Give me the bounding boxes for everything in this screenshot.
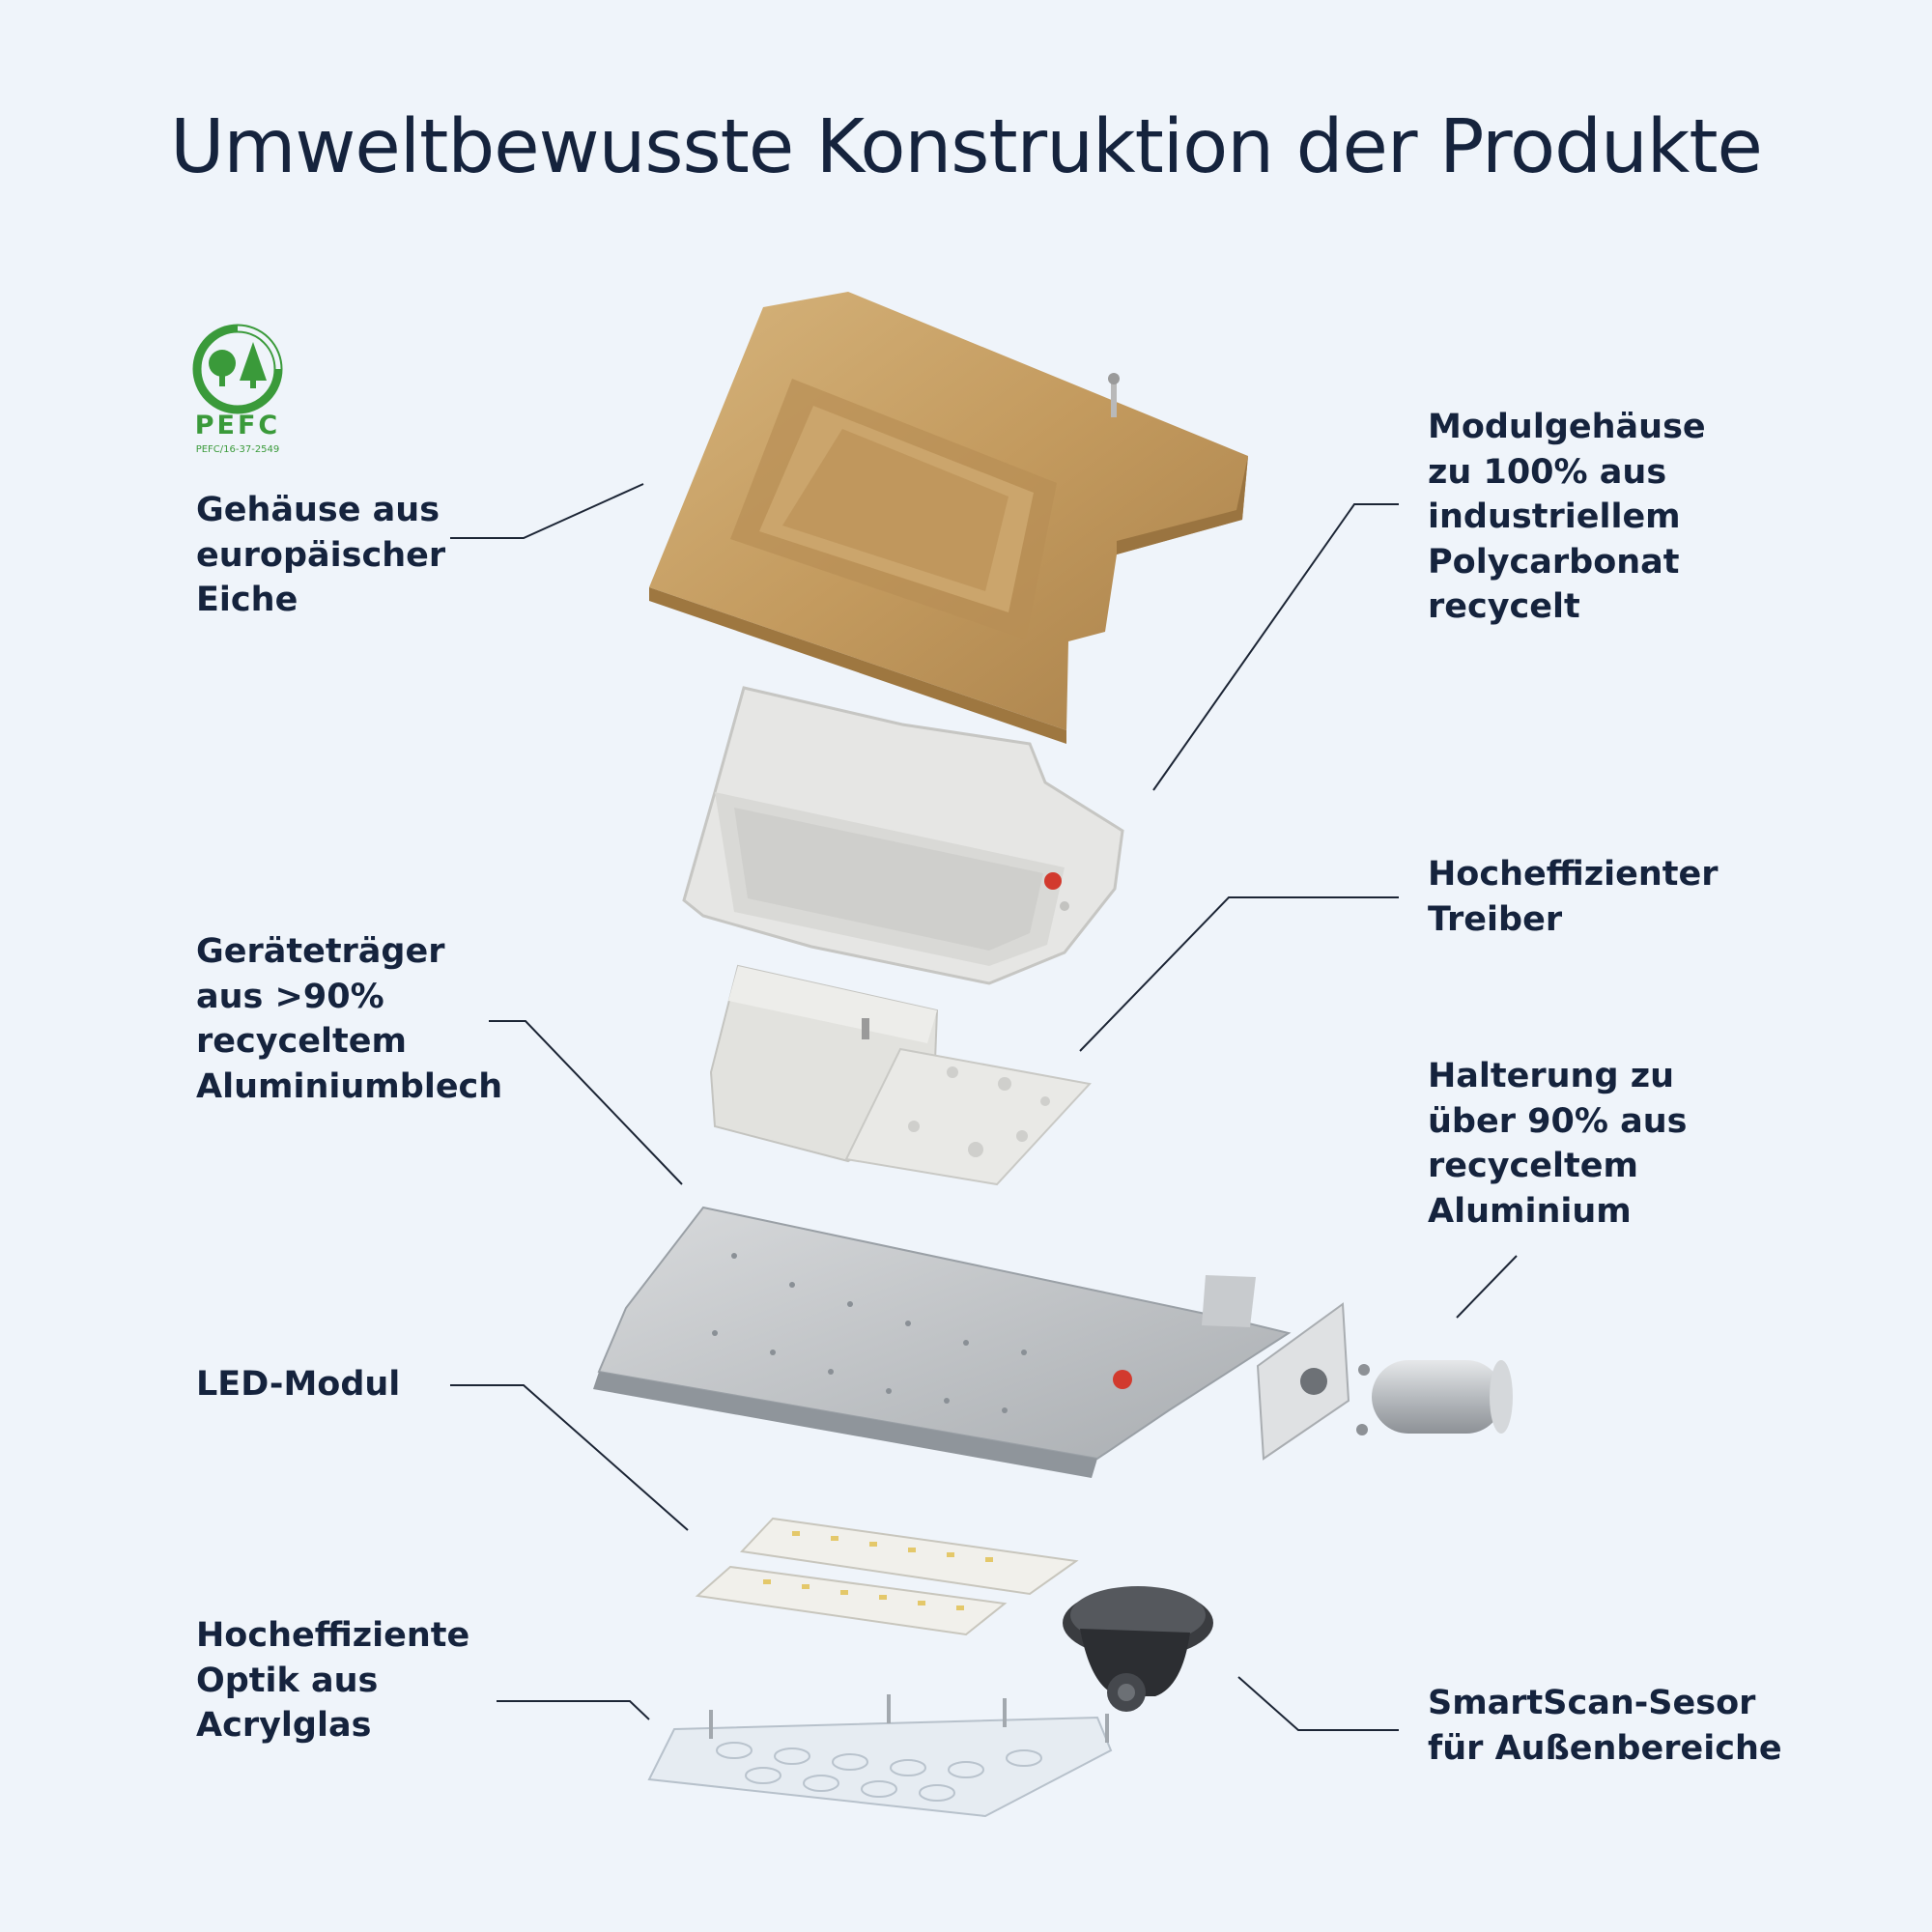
leader-lines bbox=[450, 483, 1518, 1731]
pefc-logo: PEFC PEFC/16-37-2549 bbox=[192, 324, 283, 455]
led-module-plate-illustration bbox=[593, 1206, 1292, 1478]
tree-deciduous-icon bbox=[209, 350, 236, 377]
label-housing: Gehäuse aus europäischer Eiche bbox=[196, 491, 446, 619]
label-module-housing: Modulgehäuse zu 100% aus industriellem P… bbox=[1428, 408, 1706, 626]
label-driver: Hocheffizienter Treiber bbox=[1428, 855, 1719, 939]
leader-line-optics bbox=[497, 1700, 650, 1720]
leader-line-bracket bbox=[1456, 1255, 1518, 1319]
page-title: Umweltbewusste Konstruktion der Produkte bbox=[170, 104, 1763, 190]
leader-line-sensor bbox=[1237, 1676, 1399, 1731]
module-housing-illustration bbox=[682, 686, 1124, 985]
bracket-illustration bbox=[1256, 1302, 1513, 1461]
label-bracket: Halterung zu über 90% aus recyceltem Alu… bbox=[1428, 1057, 1688, 1231]
pefc-code: PEFC/16-37-2549 bbox=[196, 444, 280, 455]
gear-tray-illustration bbox=[844, 1047, 1092, 1186]
leader-line-driver bbox=[1079, 896, 1399, 1052]
leader-line-gear-tray bbox=[489, 1020, 683, 1185]
leader-line-module-housing bbox=[1152, 503, 1399, 791]
tree-conifer-icon bbox=[240, 342, 267, 381]
label-gear-tray: Geräteträger aus >90% recyceltem Alumini… bbox=[196, 932, 503, 1106]
label-sensor: SmartScan-Sesor für Außenbereiche bbox=[1428, 1684, 1782, 1768]
smartscan-sensor-illustration bbox=[1063, 1586, 1213, 1712]
optics-illustration bbox=[647, 1694, 1113, 1818]
label-optics: Hocheffiziente Optik aus Acrylglas bbox=[196, 1616, 470, 1745]
led-boards-illustration bbox=[695, 1517, 1079, 1636]
pefc-label: PEFC bbox=[195, 411, 281, 440]
leader-line-housing bbox=[450, 483, 644, 539]
oak-housing-illustration bbox=[649, 292, 1248, 744]
label-led-module: LED-Modul bbox=[196, 1365, 401, 1404]
leader-line-led-module bbox=[450, 1384, 689, 1531]
